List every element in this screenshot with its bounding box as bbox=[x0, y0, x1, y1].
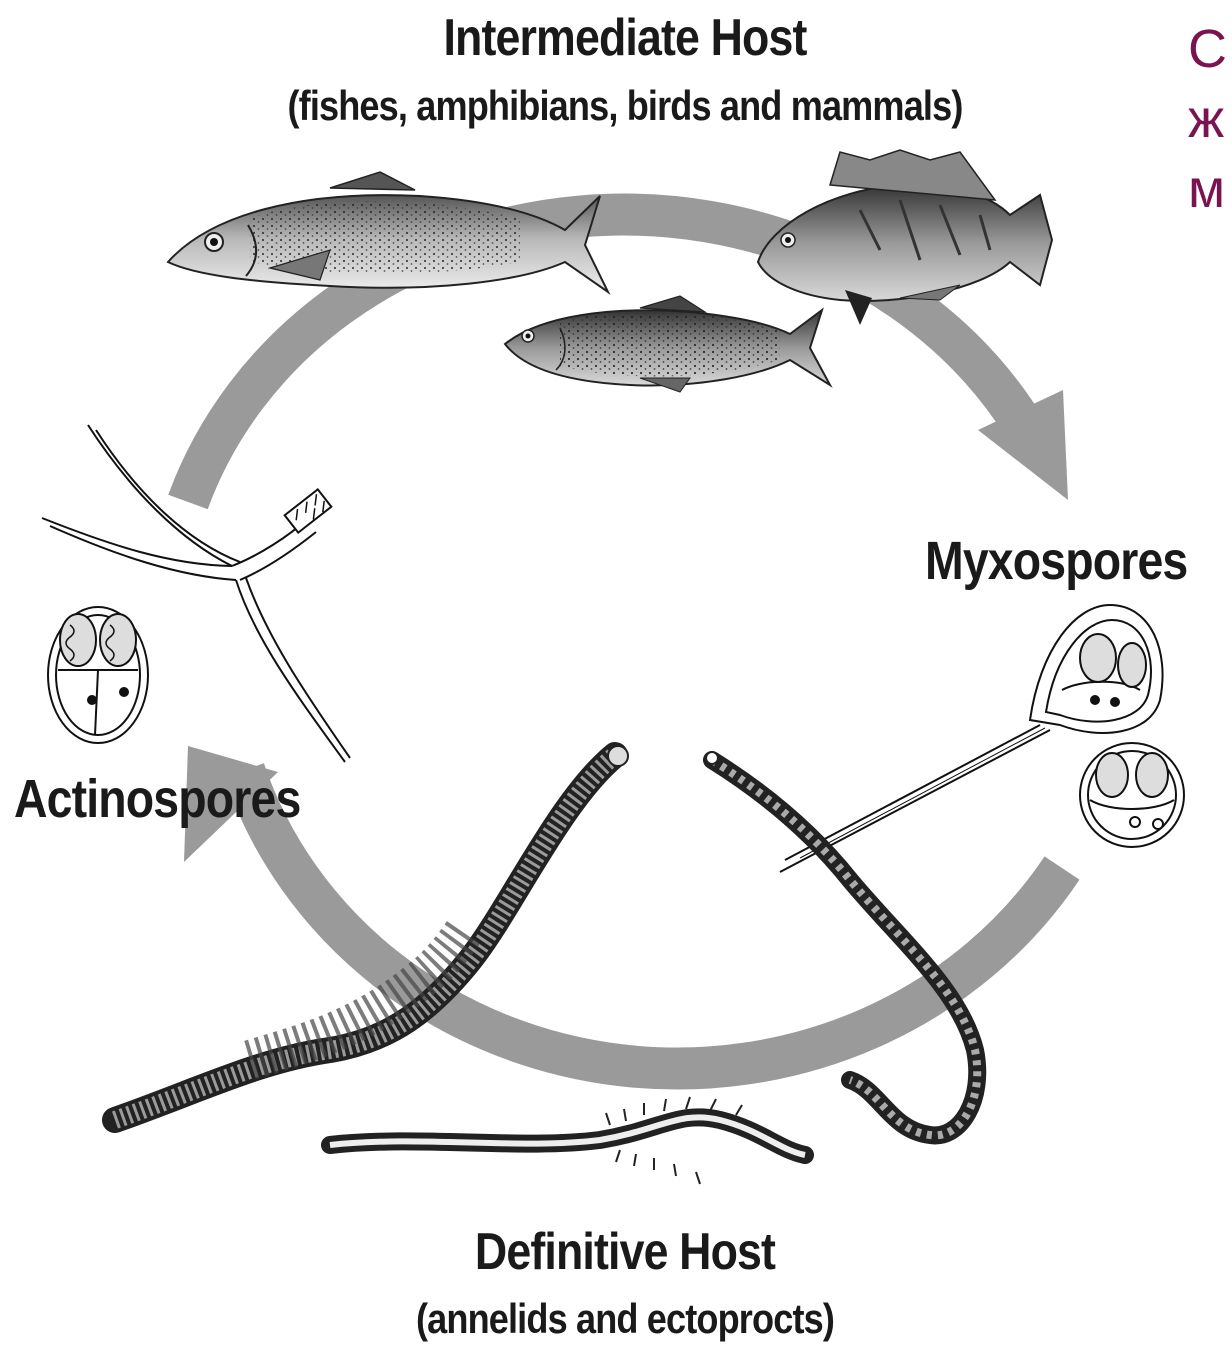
salmon-fish-icon bbox=[168, 172, 608, 292]
side-text-line: С bbox=[1188, 14, 1227, 84]
arrow-bottom bbox=[184, 746, 1062, 1069]
side-text-line: ж bbox=[1188, 84, 1227, 154]
spore-left-icon bbox=[48, 607, 148, 743]
definitive-host-subtitle: (annelids and ectoprocts) bbox=[88, 1295, 1163, 1343]
intermediate-host-title: Intermediate Host bbox=[88, 8, 1163, 68]
definitive-host-title: Definitive Host bbox=[88, 1222, 1163, 1282]
polychaete-worm-icon bbox=[330, 1097, 805, 1184]
spore-right-icon bbox=[1080, 743, 1184, 847]
actinospores-label: Actinospores bbox=[14, 768, 300, 830]
myxospores-label: Myxospores bbox=[925, 530, 1187, 592]
sculpin-fish-icon bbox=[758, 150, 1052, 325]
trout-fish-icon bbox=[505, 296, 830, 392]
side-text-line: м bbox=[1188, 154, 1227, 224]
intermediate-host-subtitle: (fishes, amphibians, birds and mammals) bbox=[88, 82, 1163, 130]
side-text: С ж м bbox=[1188, 14, 1227, 224]
